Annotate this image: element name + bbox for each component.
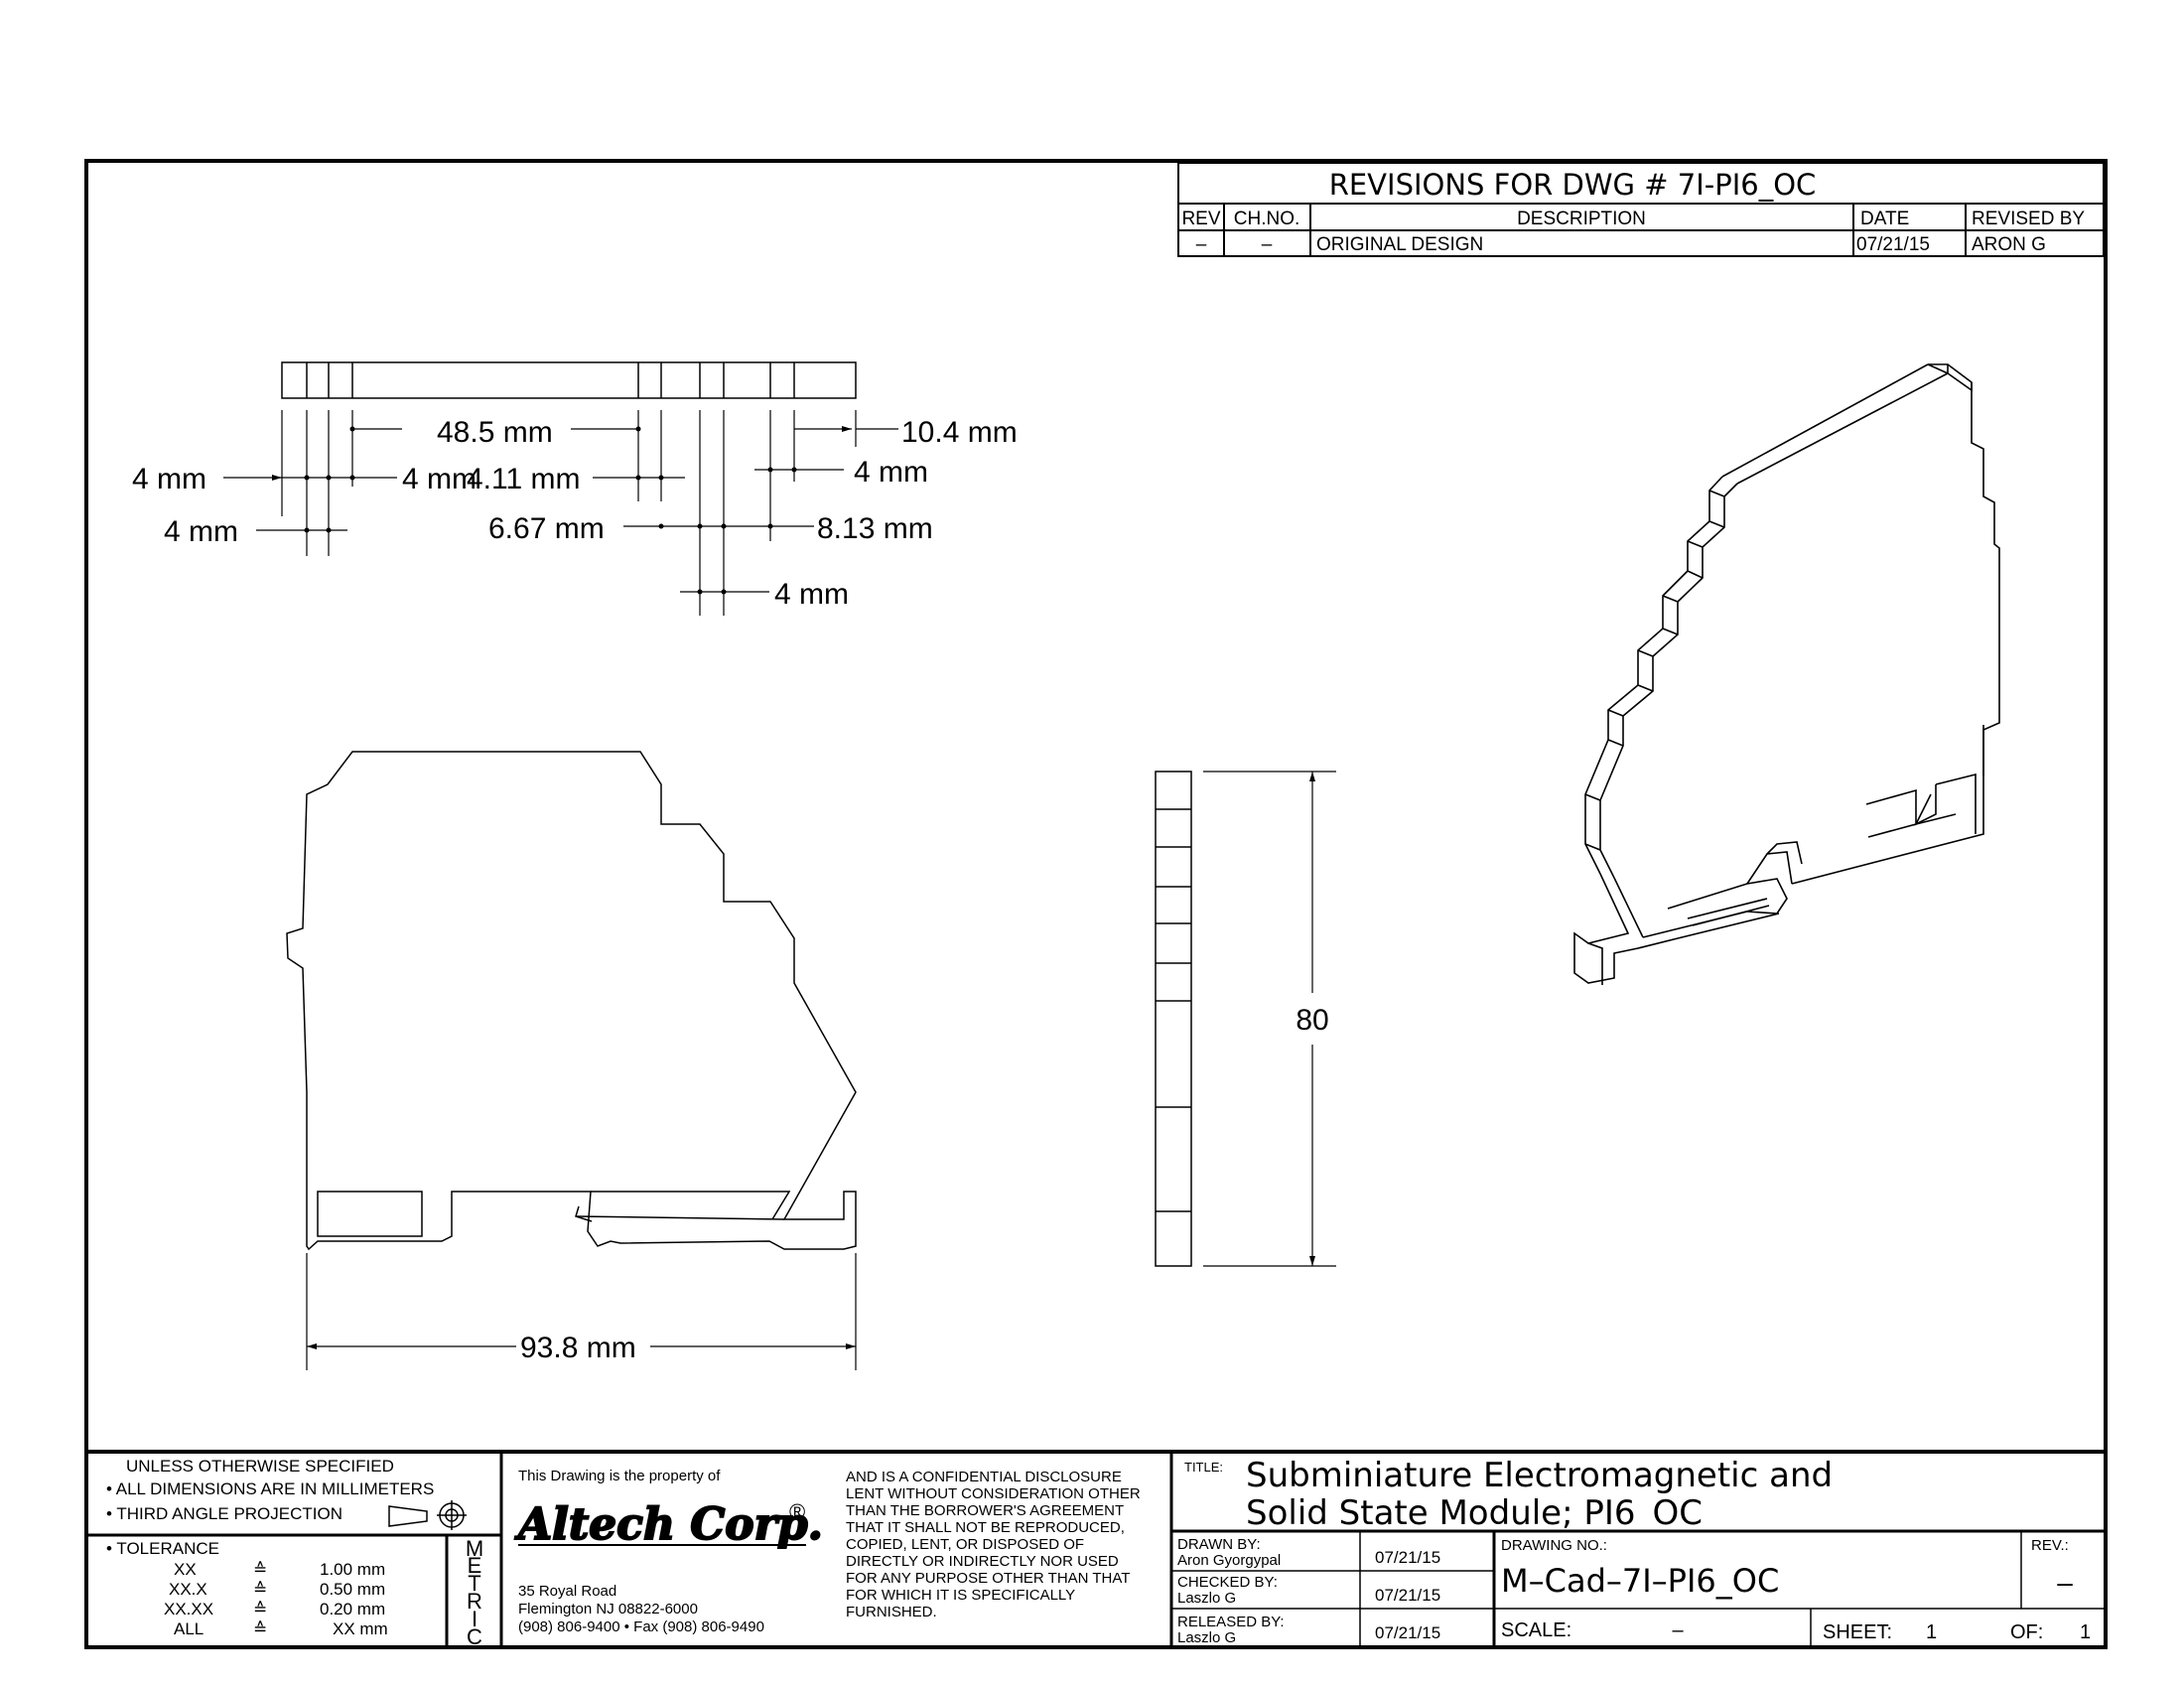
tol-xx-sym: ≙ [253, 1560, 267, 1579]
disclosure-text: AND IS A CONFIDENTIAL DISCLOSURE LENT WI… [846, 1469, 1141, 1620]
svg-text:E: E [468, 1553, 482, 1578]
tol-all-val: XX mm [333, 1619, 388, 1638]
width-dimension [306, 1253, 857, 1370]
metric-label: M E T R I C [466, 1536, 483, 1649]
svg-text:T: T [468, 1571, 480, 1596]
description-cell: ORIGINAL DESIGN [1316, 234, 1483, 255]
rev-cell: – [1196, 234, 1207, 255]
svg-text:FOR WHICH IT IS SPECIFICALLY: FOR WHICH IT IS SPECIFICALLY [846, 1587, 1075, 1604]
dim-80: 80 [1296, 1004, 1328, 1037]
dim-6-67: 6.67 mm [488, 512, 605, 545]
svg-text:FOR ANY PURPOSE OTHER THAN THA: FOR ANY PURPOSE OTHER THAN THAT [846, 1570, 1130, 1587]
released-by: Laszlo G [1177, 1629, 1236, 1646]
sheet-border [84, 159, 2108, 1649]
svg-text:C: C [467, 1624, 482, 1649]
tol-xxxx-key: XX.XX [164, 1600, 213, 1618]
checked-by: Laszlo G [1177, 1590, 1236, 1607]
top-view [281, 361, 857, 399]
height-dimension [1203, 771, 1336, 1267]
rev-value: – [2057, 1567, 2073, 1598]
svg-text:THAT IT SHALL NOT BE REPRODUCE: THAT IT SHALL NOT BE REPRODUCED, [846, 1519, 1125, 1536]
dim-4-left: 4 mm [132, 463, 206, 495]
tol-all-key: ALL [174, 1619, 204, 1638]
front-view [286, 751, 857, 1251]
dim-4-lower-left: 4 mm [164, 515, 238, 548]
note-unless: UNLESS OTHERWISE SPECIFIED [126, 1457, 394, 1476]
tol-xxxx-sym: ≙ [253, 1600, 267, 1618]
drawn-date: 07/21/15 [1375, 1548, 1440, 1567]
tol-xx-key: XX [174, 1560, 197, 1579]
tol-xxx-val: 0.50 mm [320, 1580, 385, 1599]
dim-4-bottom: 4 mm [774, 578, 849, 611]
date-header: DATE [1860, 209, 1909, 229]
svg-text:LENT WITHOUT CONSIDERATION OTH: LENT WITHOUT CONSIDERATION OTHER [846, 1485, 1141, 1502]
dim-93-8: 93.8 mm [520, 1332, 636, 1364]
drawing-no-label: DRAWING NO.: [1501, 1537, 1607, 1554]
note-tolerance: • TOLERANCE [106, 1539, 219, 1558]
dim-48-5: 48.5 mm [437, 416, 553, 449]
drawing-no: M–Cad–7I–PI6_OC [1501, 1562, 1779, 1600]
revised-by-header: REVISED BY [1972, 209, 2085, 229]
sheet-value: 1 [1926, 1621, 1937, 1643]
chno-cell: – [1262, 234, 1273, 255]
third-angle-symbol-icon [388, 1500, 467, 1530]
drawn-by-label: DRAWN BY: [1177, 1536, 1261, 1553]
company-reg: ® [789, 1499, 805, 1524]
svg-text:FURNISHED.: FURNISHED. [846, 1604, 937, 1620]
checked-date: 07/21/15 [1375, 1586, 1440, 1605]
svg-text:COPIED, LENT, OR DISPOSED OF: COPIED, LENT, OR DISPOSED OF [846, 1536, 1084, 1553]
tol-xx-val: 1.00 mm [320, 1560, 385, 1579]
checked-by-label: CHECKED BY: [1177, 1574, 1278, 1591]
title-line-1: Subminiature Electromagnetic and [1246, 1456, 1833, 1495]
svg-text:AND IS A CONFIDENTIAL DISCLOSU: AND IS A CONFIDENTIAL DISCLOSURE [846, 1469, 1122, 1485]
address-1: 35 Royal Road [518, 1583, 616, 1600]
dim-4-mid: 4 mm [402, 463, 477, 495]
tol-xxx-sym: ≙ [253, 1580, 267, 1599]
of-label: OF: [2010, 1621, 2043, 1643]
title-label: TITLE: [1184, 1460, 1223, 1475]
of-value: 1 [2080, 1621, 2091, 1643]
released-date: 07/21/15 [1375, 1623, 1440, 1642]
revisions-table: REVISIONS FOR DWG # 7I-PI6_OC REV CH.NO.… [1177, 162, 2105, 257]
address-2: Flemington NJ 08822-6000 [518, 1601, 698, 1618]
released-by-label: RELEASED BY: [1177, 1614, 1285, 1630]
revised-by-cell: ARON G [1972, 234, 2046, 255]
title-line-2: Solid State Module; PI6_OC [1246, 1493, 1703, 1533]
note-third-angle: • THIRD ANGLE PROJECTION [106, 1504, 342, 1523]
dim-4-11: 4.11 mm [467, 463, 580, 495]
chno-header: CH.NO. [1234, 209, 1300, 229]
svg-text:DIRECTLY OR INDIRECTLY NOR USE: DIRECTLY OR INDIRECTLY NOR USED [846, 1553, 1119, 1570]
svg-text:R: R [467, 1589, 482, 1614]
tol-xxx-key: XX.X [169, 1580, 207, 1599]
tol-xxxx-val: 0.20 mm [320, 1600, 385, 1618]
drawn-by: Aron Gyorgypal [1177, 1552, 1281, 1569]
description-header: DESCRIPTION [1517, 209, 1646, 229]
side-view [1155, 771, 1192, 1267]
dimension-dots [304, 426, 797, 595]
scale-label: SCALE: [1501, 1619, 1571, 1641]
rev-header: REV [1181, 209, 1220, 229]
phone: (908) 806-9400 • Fax (908) 806-9490 [518, 1618, 764, 1635]
sheet-label: SHEET: [1823, 1621, 1892, 1643]
dim-8-13: 8.13 mm [817, 512, 933, 545]
rev-label: REV.: [2031, 1537, 2069, 1554]
dim-10-4: 10.4 mm [901, 416, 1018, 449]
note-all-dims: • ALL DIMENSIONS ARE IN MILLIMETERS [106, 1479, 434, 1498]
svg-text:M: M [466, 1536, 483, 1561]
svg-text:THAN THE BORROWER'S AGREEMENT: THAN THE BORROWER'S AGREEMENT [846, 1502, 1124, 1519]
tol-all-sym: ≙ [253, 1619, 267, 1638]
revisions-title: REVISIONS FOR DWG # 7I-PI6_OC [1329, 168, 1817, 202]
scale-value: – [1672, 1619, 1684, 1641]
svg-text:I: I [472, 1607, 478, 1631]
property-of: This Drawing is the property of [518, 1468, 721, 1484]
date-cell: 07/21/15 [1856, 234, 1930, 255]
dim-4-right: 4 mm [854, 456, 928, 489]
company-logo: Altech Corp. [514, 1499, 823, 1550]
